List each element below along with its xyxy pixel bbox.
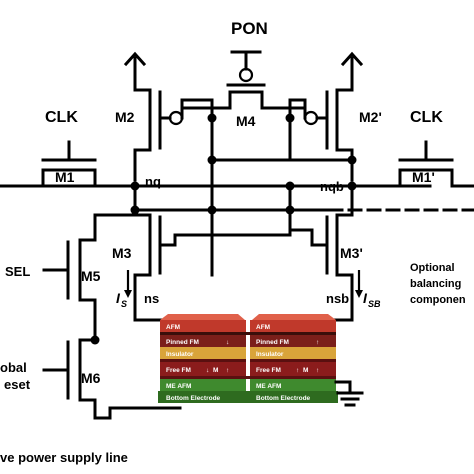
mtj-meafm-right <box>250 379 336 391</box>
label-nq: nq <box>145 174 161 189</box>
note-optional-3: componen <box>410 294 466 306</box>
label-ns: ns <box>144 291 159 306</box>
label-m6: M6 <box>81 370 101 386</box>
label-clk-left: CLK <box>45 109 78 126</box>
svg-text:Pinned FM: Pinned FM <box>256 339 289 346</box>
svg-text:ME AFM: ME AFM <box>166 383 191 390</box>
label-m1: M1 <box>55 169 75 185</box>
svg-text:↓: ↓ <box>226 339 229 346</box>
transistor-m1 <box>0 140 97 188</box>
svg-text:Insulator: Insulator <box>256 351 284 358</box>
svg-text:AFM: AFM <box>256 324 270 331</box>
mtj-stack: AFM AFM Pinned FM Pinned FM ↓ ↑ Insulato… <box>158 314 338 403</box>
ground-icon <box>334 380 364 407</box>
svg-text:↑: ↑ <box>316 367 319 374</box>
label-isb: I SB <box>363 290 381 309</box>
mtj-bottom-electrode <box>158 391 338 403</box>
mtj-pinned-right <box>250 335 336 347</box>
svg-text:↑: ↑ <box>316 339 319 346</box>
transistor-m3-prime <box>210 184 354 322</box>
svg-text:↑: ↑ <box>296 367 299 374</box>
mtj-afm-right <box>250 320 336 332</box>
label-m3-prime: M3' <box>340 245 363 261</box>
svg-text:Free FM: Free FM <box>256 367 281 374</box>
current-arrow-isb <box>355 270 363 298</box>
svg-text:Pinned FM: Pinned FM <box>166 339 199 346</box>
transistor-m5 <box>42 184 137 342</box>
label-supply-line: ve power supply line <box>0 450 128 465</box>
mtj-pinned-left <box>160 335 246 347</box>
transistor-m2-prime <box>288 88 354 182</box>
label-pon: PON <box>231 19 268 38</box>
svg-text:AFM: AFM <box>166 324 180 331</box>
svg-text:Bottom Electrode: Bottom Electrode <box>166 395 221 402</box>
label-m2-prime: M2' <box>359 109 382 125</box>
mtj-insulator-right <box>250 347 336 359</box>
label-m3: M3 <box>112 245 132 261</box>
junction-dots <box>90 113 357 345</box>
label-global-reset-1: obal <box>0 360 27 375</box>
svg-text:ME AFM: ME AFM <box>256 383 281 390</box>
svg-text:I: I <box>363 290 368 306</box>
svg-text:M: M <box>213 367 218 374</box>
label-m1-prime: M1' <box>412 169 435 185</box>
mtj-meafm-left <box>160 379 246 391</box>
label-global-reset-2: eset <box>4 377 31 392</box>
svg-text:Insulator: Insulator <box>166 351 194 358</box>
svg-text:S: S <box>121 299 127 309</box>
svg-text:I: I <box>116 290 121 306</box>
transistor-m4 <box>180 50 307 110</box>
mtj-afm-left <box>160 320 246 332</box>
note-optional-2: balancing <box>410 278 461 290</box>
mtj-free-right <box>250 362 336 376</box>
label-sel: SEL <box>5 264 30 279</box>
label-m5: M5 <box>81 268 101 284</box>
svg-text:↓: ↓ <box>206 367 209 374</box>
svg-text:↑: ↑ <box>226 367 229 374</box>
svg-text:M: M <box>303 367 308 374</box>
label-nqb: nqb <box>320 179 344 194</box>
label-m4: M4 <box>236 113 256 129</box>
svg-text:SB: SB <box>368 299 381 309</box>
svg-text:Bottom Electrode: Bottom Electrode <box>256 395 311 402</box>
vdd-arrow-left <box>123 51 147 92</box>
label-clk-right: CLK <box>410 109 443 126</box>
label-is: I S <box>116 290 127 309</box>
note-optional-1: Optional <box>410 262 455 274</box>
label-nsb: nsb <box>326 291 349 306</box>
mtj-insulator-left <box>160 347 246 359</box>
label-m2: M2 <box>115 109 135 125</box>
supply-line <box>93 406 182 420</box>
transistor-m1-prime <box>398 140 474 188</box>
mtj-free-left <box>160 362 246 376</box>
current-arrow-is <box>124 270 132 298</box>
svg-text:Free FM: Free FM <box>166 367 191 374</box>
transistor-m6 <box>42 338 97 420</box>
vdd-arrow-right <box>340 51 364 92</box>
